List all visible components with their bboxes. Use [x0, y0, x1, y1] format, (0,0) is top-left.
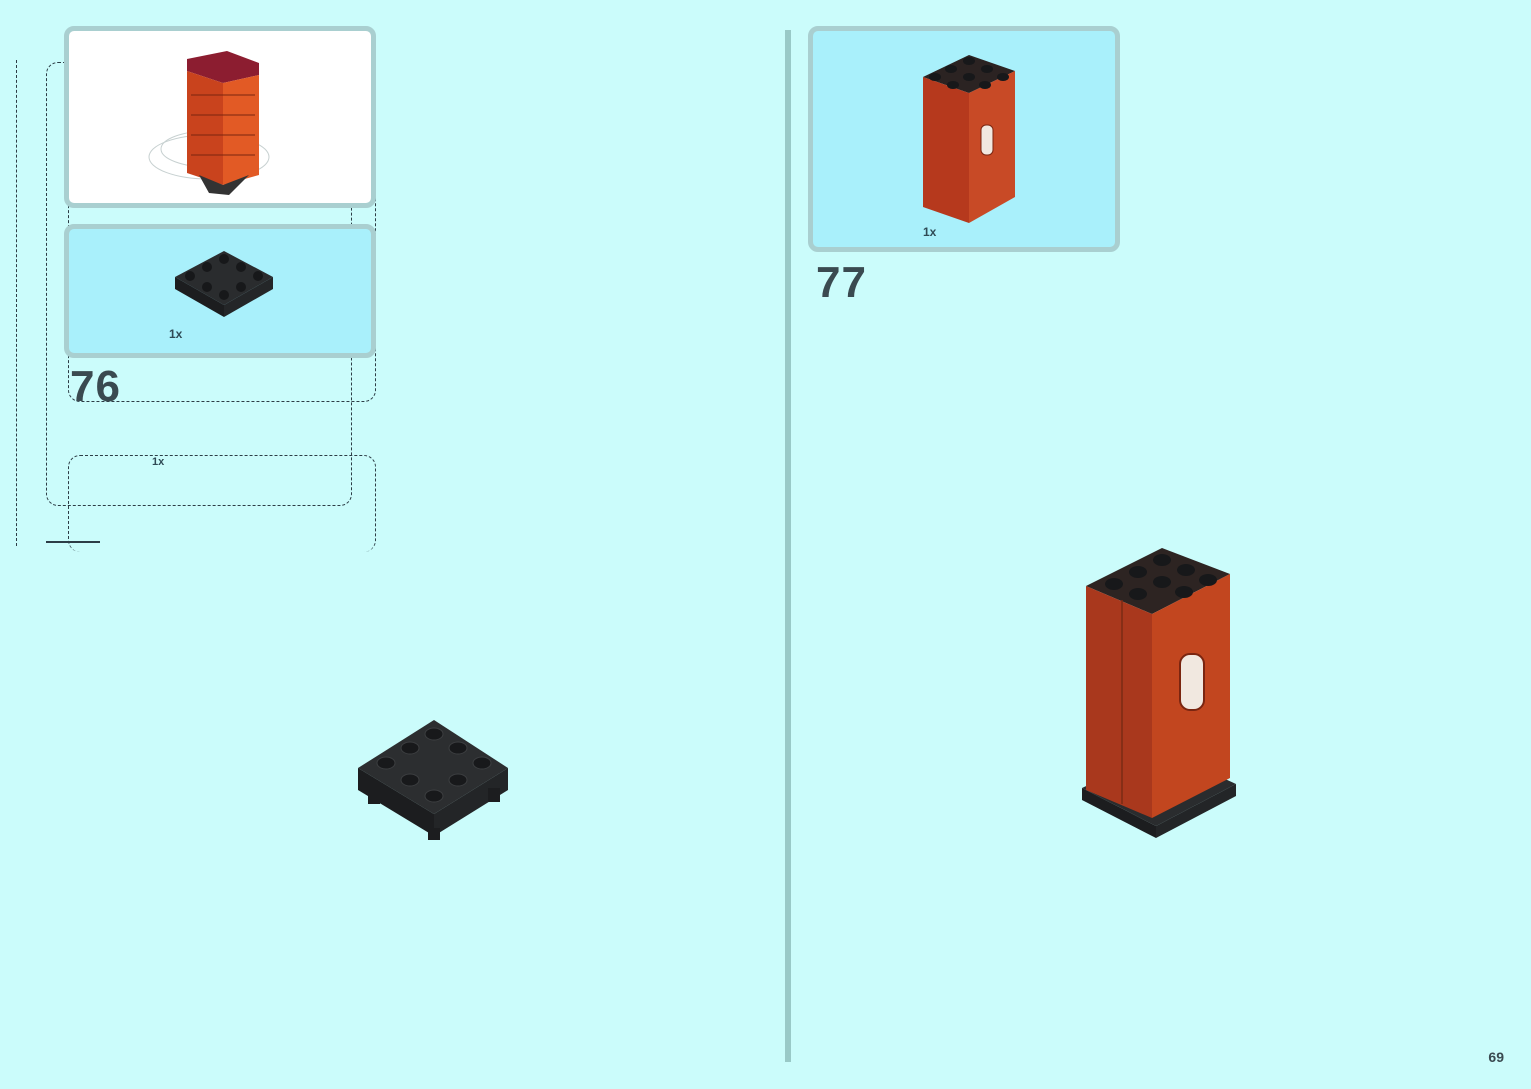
- parts-callout-77: 1x: [808, 26, 1120, 252]
- part-quantity-76: 1x: [169, 327, 183, 341]
- assembled-tower-icon: [1082, 548, 1236, 838]
- guide-tick: [46, 541, 100, 543]
- page-number: 69: [1488, 1049, 1504, 1065]
- submodel-callout: [64, 26, 376, 208]
- part-quantity-77: 1x: [923, 225, 937, 239]
- step-number-76: 76: [70, 362, 121, 411]
- page-divider: [785, 30, 791, 1062]
- parts-callout-76: 1x: [64, 224, 376, 358]
- black-plate-large-icon: [358, 720, 508, 840]
- dashed-guide-lower: [68, 455, 376, 552]
- submodel-quantity: 1x: [152, 456, 165, 468]
- dashed-guide-edge: [16, 60, 17, 546]
- red-wall-panel-icon: [923, 55, 1015, 223]
- tower-model-icon: [148, 51, 270, 195]
- step-number-77: 77: [816, 258, 867, 307]
- black-plate-icon: [175, 251, 273, 317]
